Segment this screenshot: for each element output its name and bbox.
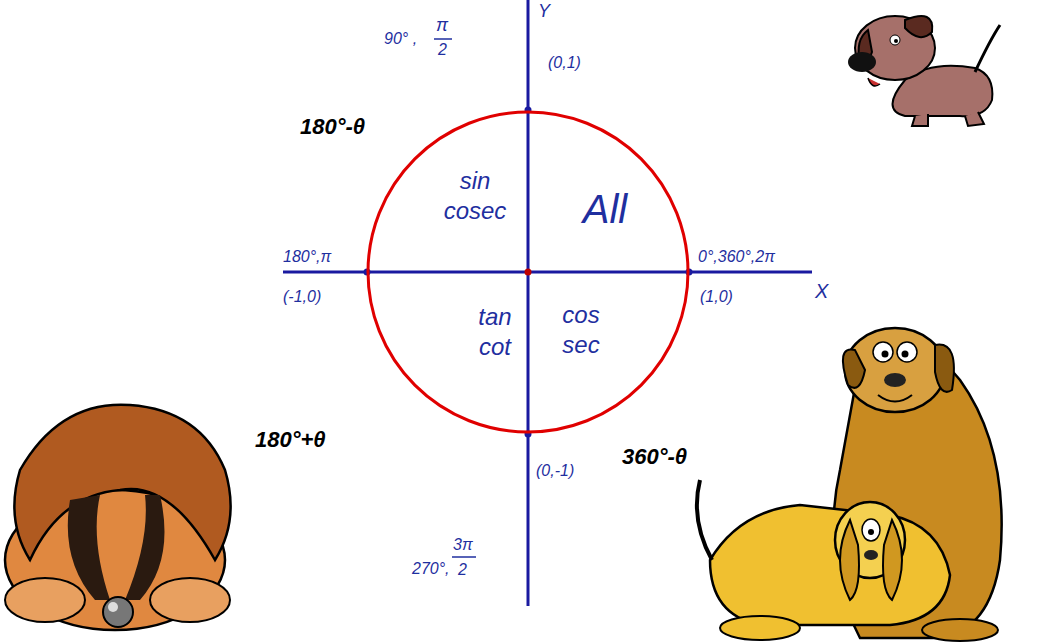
axis-point (525, 269, 532, 276)
circle-outline (366, 110, 690, 434)
fraction-denominator: 2 (438, 41, 447, 59)
angle-label: 90° , (384, 30, 417, 48)
quadrant-formula: 180°+θ (255, 428, 326, 452)
unit-circle: sin cosec All tan cot cos sec (366, 110, 690, 434)
axis-name: Y (538, 2, 550, 22)
angle-label: 270°, (412, 560, 450, 578)
sleeping-dog-drawing (5, 405, 231, 630)
quadrant-functions: All (560, 184, 650, 234)
x-axis (283, 271, 812, 274)
fraction-bar (452, 556, 476, 558)
fraction-numerator: 3π (453, 536, 473, 554)
angle-label: 180°,π (283, 248, 331, 266)
dog-drawing (848, 16, 1000, 126)
dog-pair-drawing (697, 328, 1002, 641)
point-label: (0,-1) (536, 462, 574, 480)
point-label: (-1,0) (283, 288, 321, 306)
quadrant-functions: sin cosec (436, 166, 514, 226)
fraction-bar (434, 38, 452, 40)
axis-name: X (815, 280, 828, 302)
fraction-denominator: 2 (458, 561, 467, 579)
angle-label: 0°,360°,2π (698, 248, 775, 266)
point-label: (0,1) (548, 54, 581, 72)
y-axis (527, 0, 530, 606)
point-label: (1,0) (700, 288, 733, 306)
quadrant-formula: 360°-θ (622, 445, 687, 469)
fraction-numerator: π (436, 16, 448, 36)
quadrant-functions: tan cot (464, 302, 526, 362)
quadrant-formula: 180°-θ (300, 115, 365, 139)
quadrant-functions: cos sec (550, 300, 612, 360)
